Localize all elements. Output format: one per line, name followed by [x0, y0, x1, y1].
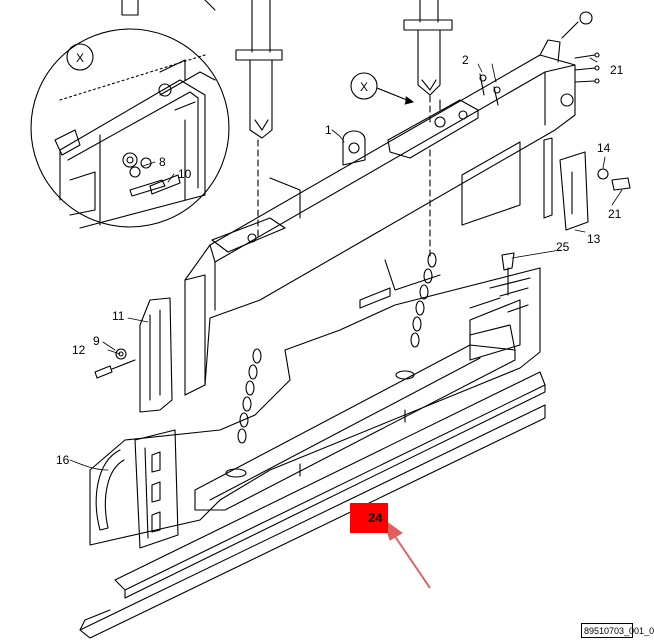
leader-lines — [69, 57, 623, 471]
detail-x-marker-right — [350, 72, 378, 100]
chains — [225, 252, 437, 478]
handle-16 — [95, 449, 125, 531]
hanging-posts — [121, 0, 453, 241]
callout-11: 11 — [112, 309, 125, 323]
callout-21-top: 21 — [610, 63, 624, 77]
callout-10: 10 — [178, 167, 192, 181]
exploded-parts-diagram: X X 1 2 8 9 10 11 12 13 14 16 21 21 25 2… — [30, 0, 654, 639]
detail-marker-right-label: X — [360, 80, 368, 94]
fasteners — [94, 11, 631, 379]
callout-8: 8 — [159, 155, 166, 169]
highlight-badge-24: 24 — [350, 503, 388, 533]
drawing-number: 89510703_001_0 — [581, 623, 654, 638]
highlight-arrow — [383, 518, 431, 589]
callout-13: 13 — [587, 232, 601, 246]
callout-12: 12 — [72, 343, 86, 357]
callout-25: 25 — [556, 240, 570, 254]
detail-x-marker-left — [66, 43, 94, 71]
callout-16: 16 — [56, 453, 70, 467]
callout-21: 21 — [608, 207, 622, 221]
main-beam — [184, 39, 576, 396]
bracket-11 — [139, 274, 206, 413]
bottom-rails — [79, 324, 546, 639]
callout-labels: X X 1 2 8 9 10 11 12 13 14 16 21 21 25 — [56, 51, 624, 467]
callout-9: 9 — [93, 334, 100, 348]
callout-1: 1 — [325, 123, 332, 137]
callout-14: 14 — [597, 141, 611, 155]
detail-x-view — [30, 28, 230, 229]
skirt-plate — [89, 259, 541, 546]
callout-24: 24 — [368, 510, 383, 525]
callout-2: 2 — [462, 53, 469, 67]
detail-marker-left-label: X — [76, 51, 84, 65]
diagram-canvas: X X 1 2 8 9 10 11 12 13 14 16 21 21 25 — [30, 0, 631, 639]
hinge-plate — [134, 429, 179, 549]
